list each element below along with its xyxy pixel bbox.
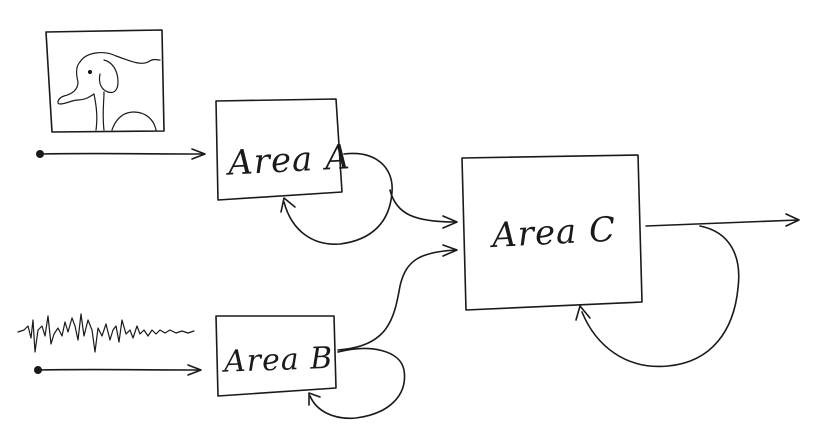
arrow-area-a-to-area-c	[389, 189, 458, 229]
elephant-icon	[57, 52, 161, 131]
image-input	[45, 29, 165, 133]
area-c-node: Area C	[461, 154, 643, 311]
image-frame	[45, 29, 165, 133]
waveform-icon	[17, 313, 195, 353]
audio-input	[17, 313, 195, 353]
loop-area-a	[280, 152, 393, 245]
loop-area-c	[575, 225, 740, 368]
area-c-box	[461, 154, 643, 311]
loop-area-b	[308, 347, 406, 420]
area-c-label: Area C	[488, 210, 617, 257]
area-a-box	[215, 98, 343, 201]
arrow-image-to-area-a	[36, 148, 206, 160]
area-b-node: Area B	[215, 315, 337, 397]
area-a-node: Area A	[215, 98, 352, 201]
arrow-area-c-output	[645, 213, 800, 227]
arrow-audio-to-area-b	[34, 364, 202, 376]
arrow-area-b-to-area-c	[337, 244, 458, 351]
area-a-label: Area A	[224, 137, 351, 184]
area-b-box	[215, 315, 337, 397]
area-b-label: Area B	[220, 341, 333, 380]
